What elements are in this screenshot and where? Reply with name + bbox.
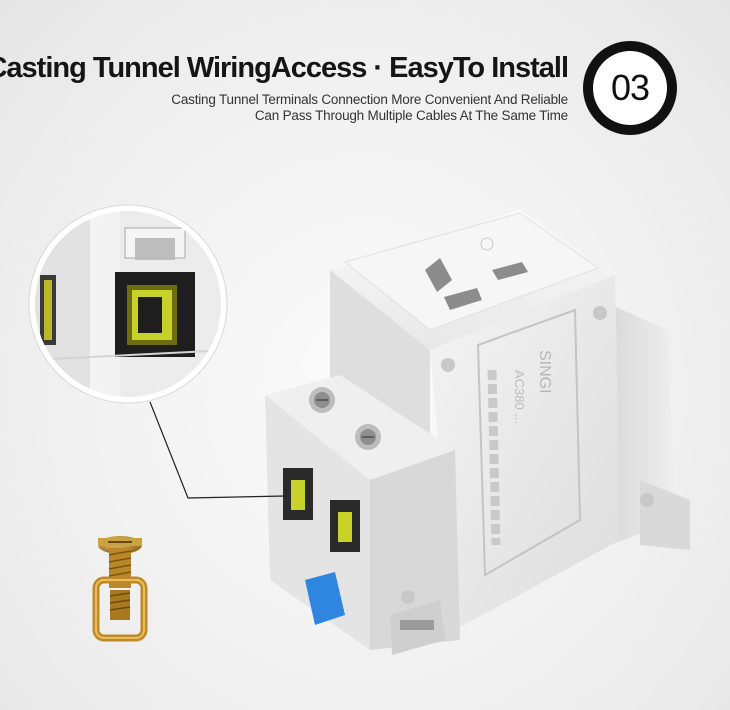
callout-line <box>149 401 286 499</box>
headline: Casting Tunnel WiringAccess · EasyTo Ins… <box>0 52 569 84</box>
front-label-panel: SINGI AC380 ... <box>476 308 582 577</box>
outlet-slot-left <box>425 258 452 292</box>
step-number: 03 <box>593 51 667 125</box>
rating-text: AC380 ... <box>512 370 527 424</box>
outlet-slot-right <box>492 262 528 280</box>
mounting-holes <box>401 306 654 604</box>
outlet-face <box>343 212 600 331</box>
subtitle-line-2: Can Pass Through Multiple Cables At The … <box>254 108 568 123</box>
blue-release-lever <box>305 572 345 625</box>
terminal-screws <box>309 387 381 450</box>
step-badge: 03 <box>583 41 677 135</box>
earth-symbol-icon <box>480 237 494 251</box>
outlet-slot-bottom <box>444 288 482 310</box>
wiring-ports <box>283 468 360 552</box>
zoom-detail-circle <box>28 204 228 404</box>
brass-screw-terminal <box>92 536 148 642</box>
subtitle-line-1: Casting Tunnel Terminals Connection More… <box>171 92 568 107</box>
brand-mark: SINGI <box>536 350 553 394</box>
